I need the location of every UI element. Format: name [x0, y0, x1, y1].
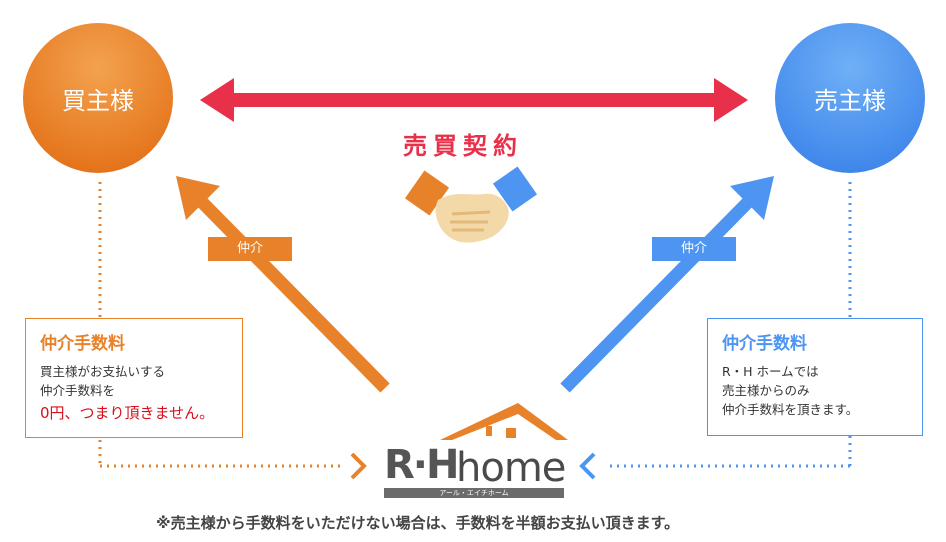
buyer-label: 買主様 [62, 87, 134, 115]
contract-double-arrow [200, 78, 748, 122]
buyer-dotted-connector [98, 182, 340, 468]
seller-fee-box: 仲介手数料 R・H ホームでは 売主様からのみ 仲介手数料を頂きます。 [707, 318, 923, 436]
logo-word: home [456, 445, 566, 491]
handshake-icon [404, 166, 538, 243]
seller-fee-line2: 売主様からのみ [722, 383, 810, 398]
buyer-fee-title: 仲介手数料 [40, 334, 125, 354]
seller-fee-title: 仲介手数料 [722, 334, 807, 354]
seller-label: 売主様 [814, 87, 886, 115]
seller-dotted-connector [606, 182, 852, 468]
agency-tag-right: 仲介 [652, 237, 736, 261]
buyer-connector-chevron [350, 452, 367, 480]
buyer-fee-highlight: 0円、つまり頂きません。 [40, 404, 215, 422]
buyer-fee-box: 仲介手数料 買主様がお支払いする 仲介手数料を 0円、つまり頂きません。 [25, 318, 243, 438]
footnote: ※売主様から手数料をいただけない場合は、手数料を半額お支払い頂きます。 [156, 514, 680, 532]
logo-house-icon [440, 403, 568, 440]
seller-fee-line1: R・H ホームでは [722, 364, 819, 379]
buyer-circle [23, 23, 173, 173]
logo-mark: R·H [384, 442, 459, 488]
seller-connector-chevron [579, 452, 596, 480]
contract-label: 売買契約 [403, 132, 523, 160]
blue-agency-arrow [560, 176, 774, 393]
buyer-fee-line2: 仲介手数料を [40, 383, 116, 398]
agency-tag-left: 仲介 [208, 237, 292, 261]
buyer-fee-line1: 買主様がお支払いする [40, 364, 166, 379]
seller-fee-line3: 仲介手数料を頂きます。 [722, 402, 859, 417]
seller-circle [775, 23, 925, 173]
logo-base-bar [384, 488, 564, 498]
orange-agency-arrow [176, 176, 390, 393]
logo-tagline: アール・エイチホーム [439, 489, 509, 497]
